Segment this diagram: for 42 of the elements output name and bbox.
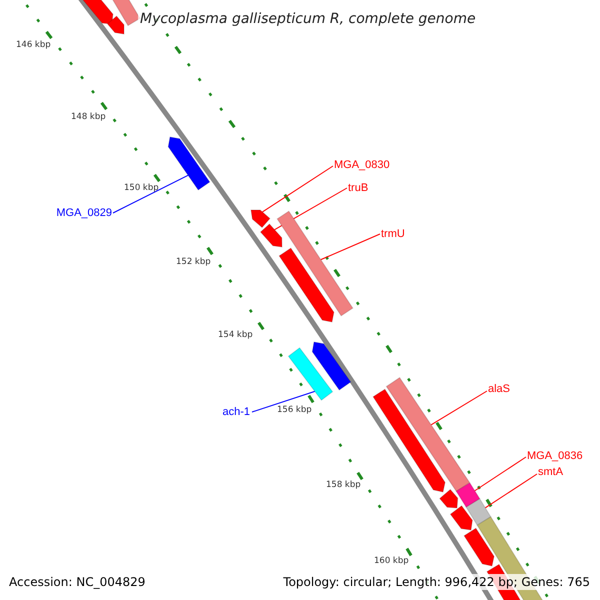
leader-line [112, 174, 189, 214]
gene-label: MGA_0836 [527, 448, 583, 464]
scale-label: 158 kbp [326, 480, 361, 491]
scale-label: 154 kbp [218, 330, 253, 341]
gene-block [386, 376, 470, 492]
genome-info: Accession: NC_004829 [9, 574, 146, 590]
leader-line [484, 474, 538, 508]
pointed-gene-block [372, 388, 446, 493]
leader-line [320, 234, 380, 260]
genome-info: Topology: circular; Length: 996,422 bp; Genes: 765 [283, 574, 590, 590]
gene-block [465, 498, 492, 526]
scale-label: 152 kbp [176, 257, 211, 268]
gene-label: ach-1 [222, 404, 250, 420]
leader-line [252, 390, 316, 412]
scale-label: 150 kbp [124, 183, 159, 194]
scale-label: 156 kbp [277, 405, 312, 416]
gene-block [111, 0, 141, 26]
pointed-gene-block [438, 488, 458, 509]
pointed-gene-block [260, 223, 283, 248]
pointed-gene-block [312, 341, 352, 391]
pointed-gene-block [250, 210, 271, 228]
gene-block [456, 482, 480, 508]
leader-line [474, 456, 526, 492]
gene-label: MGA_0829 [56, 205, 112, 221]
gene-block [288, 347, 334, 401]
pointed-gene-block [106, 15, 124, 35]
pointed-gene-block [450, 505, 473, 531]
scale-label: 146 kbp [16, 40, 51, 51]
gene-label: MGA_0830 [334, 157, 390, 173]
pointed-gene-block [278, 247, 334, 323]
pointed-gene-block [168, 136, 210, 191]
leader-line [430, 390, 488, 426]
scale-label: 160 kbp [374, 556, 409, 567]
gene-label: smtA [538, 464, 564, 480]
gene-block [276, 210, 354, 317]
gene-label: truB [348, 180, 368, 196]
leader-line [262, 166, 334, 212]
gene-label: alaS [488, 381, 510, 397]
pointed-gene-block [82, 0, 114, 25]
pointed-gene-block [463, 528, 495, 567]
scale-label: 148 kbp [71, 112, 106, 123]
gene-label: trmU [381, 226, 405, 242]
